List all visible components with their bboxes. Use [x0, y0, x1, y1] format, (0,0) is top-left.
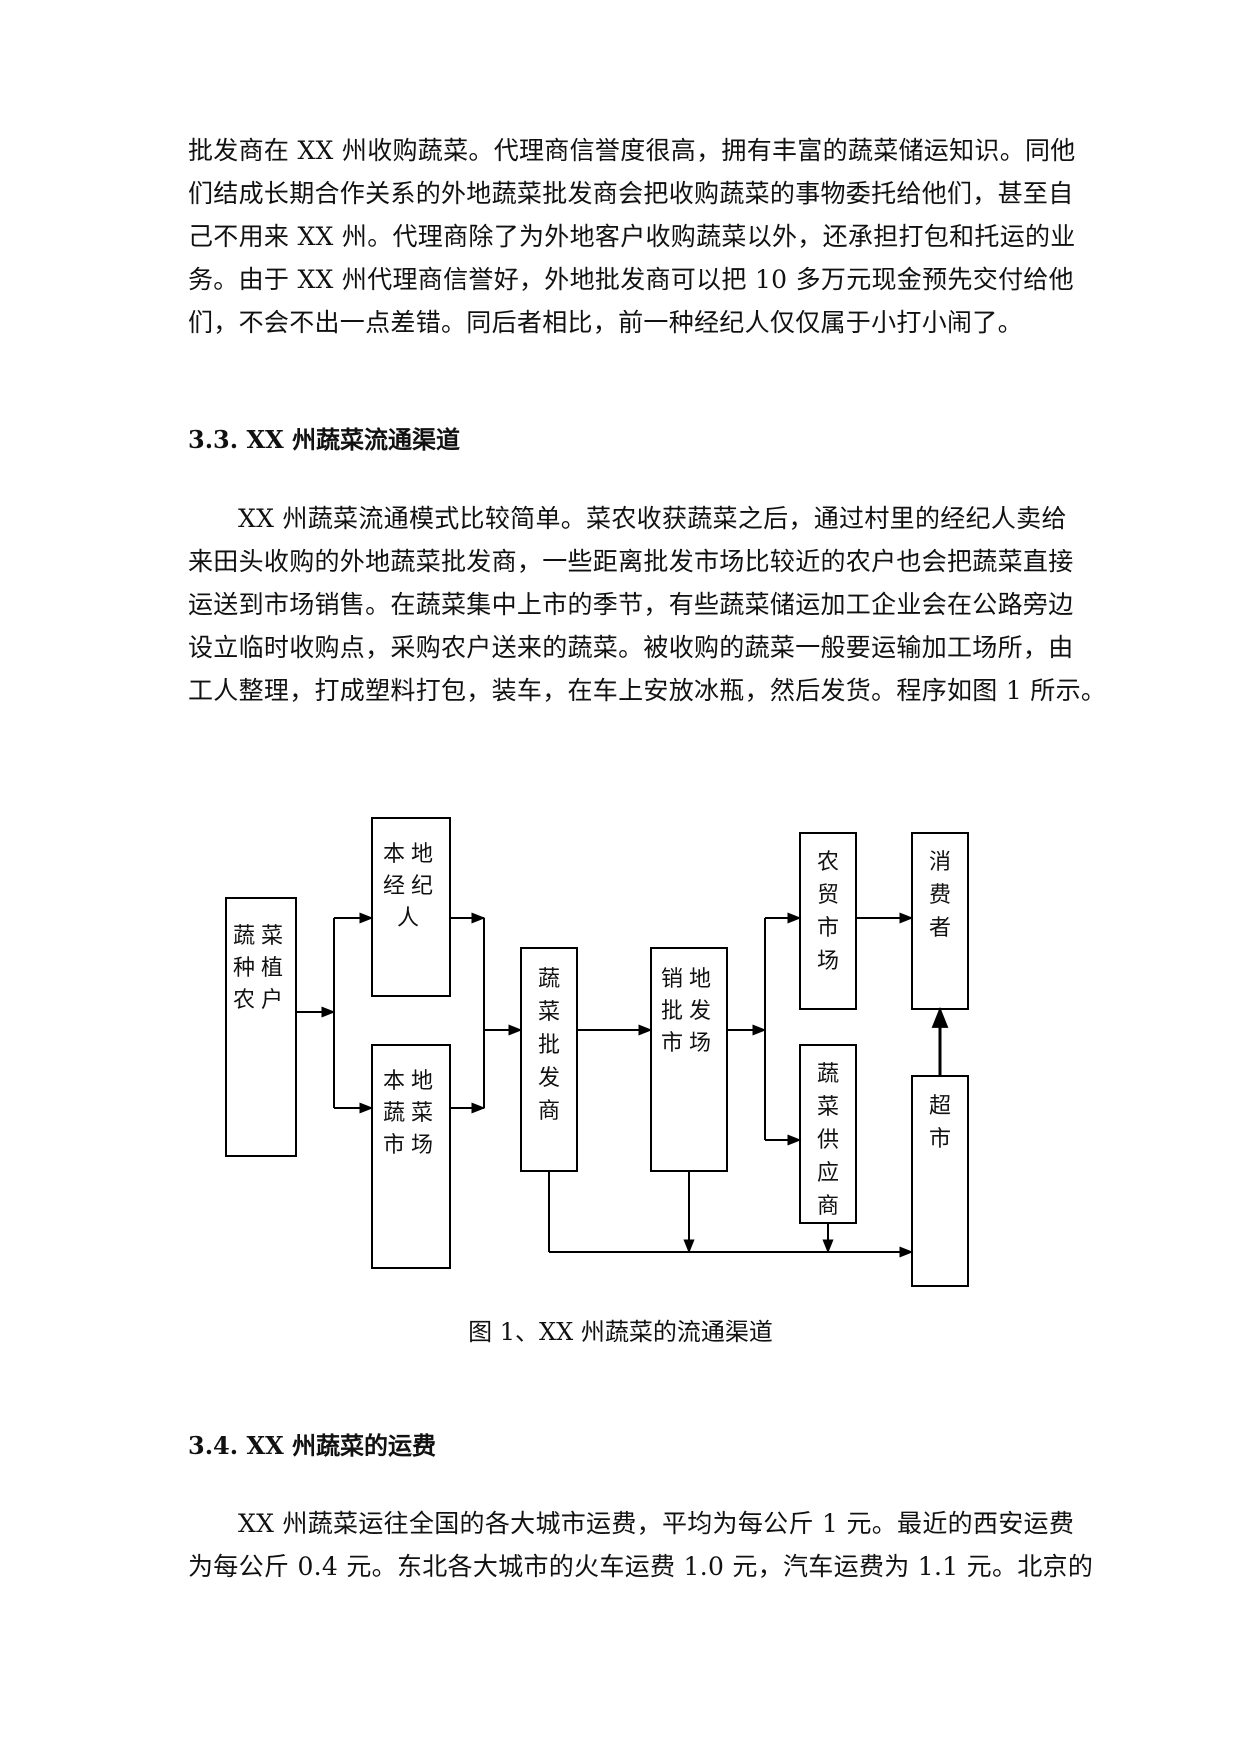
section-heading-3-4: 3.4. XX 州蔬菜的运费 [188, 1431, 437, 1460]
node-farmers-market-label: 农 贸 市 场 [817, 850, 839, 974]
svg-text:消: 消 [929, 850, 951, 875]
svg-text:市场: 市场 [383, 1133, 439, 1158]
text-line: 为每公斤 0.4 元。东北各大城市的火车运费 1.0 元，汽车运费为 1.1 元… [188, 1552, 1094, 1581]
text-line: 工人整理，打成塑料打包，装车，在车上安放冰瓶，然后发货。程序如图 1 所示。 [188, 676, 1107, 705]
svg-text:菜: 菜 [538, 1000, 560, 1025]
node-destination-market-label: 销地 批发 市场 [661, 967, 717, 1056]
node-vegetable-supplier-label: 蔬 菜 供 应 商 [817, 1062, 839, 1219]
svg-text:应: 应 [817, 1161, 839, 1186]
node-destination-market-box [650, 947, 728, 1172]
svg-text:蔬菜: 蔬菜 [233, 924, 289, 949]
svg-text:商: 商 [817, 1194, 839, 1219]
text-line: 们结成长期合作关系的外地蔬菜批发商会把收购蔬菜的事物委托给他们，甚至自 [188, 179, 1074, 208]
svg-text:人: 人 [397, 906, 425, 931]
svg-text:种植: 种植 [233, 956, 289, 981]
svg-text:贸: 贸 [817, 883, 839, 908]
svg-text:本地: 本地 [383, 842, 439, 867]
svg-text:市场: 市场 [661, 1031, 717, 1056]
svg-text:销地: 销地 [661, 967, 717, 992]
intro-paragraph: 批发商在 XX 州收购蔬菜。代理商信誉度很高，拥有丰富的蔬菜储运知识。同他 们结… [188, 129, 1076, 344]
svg-text:市: 市 [929, 1127, 951, 1152]
text-line: 设立临时收购点，采购农户送来的蔬菜。被收购的蔬菜一般要运输加工场所，由 [188, 633, 1074, 662]
svg-text:费: 费 [929, 883, 951, 908]
svg-text:农户: 农户 [233, 988, 289, 1013]
svg-text:菜: 菜 [817, 1095, 839, 1120]
node-supermarket-label: 超 市 [929, 1094, 951, 1152]
svg-text:本地: 本地 [383, 1069, 439, 1094]
section-3-4-paragraph: XX 州蔬菜运往全国的各大城市运费，平均为每公斤 1 元。最近的西安运费 为每公… [188, 1502, 1094, 1588]
svg-text:蔬: 蔬 [538, 967, 560, 992]
text-line: XX 州蔬菜运往全国的各大城市运费，平均为每公斤 1 元。最近的西安运费 [238, 1509, 1075, 1538]
svg-text:蔬: 蔬 [817, 1062, 839, 1087]
svg-text:经纪: 经纪 [383, 874, 439, 899]
text-line: 己不用来 XX 州。代理商除了为外地客户收购蔬菜以外，还承担打包和托运的业 [188, 222, 1076, 251]
node-local-market-box [371, 1044, 451, 1269]
node-local-broker-label: 本地 经纪 人 [383, 842, 439, 931]
node-local-market-label: 本地 蔬菜 市场 [383, 1069, 439, 1158]
node-farmers-box [225, 897, 297, 1157]
node-farmers-market-box [799, 832, 857, 1010]
svg-text:农: 农 [817, 850, 839, 875]
svg-text:供: 供 [817, 1128, 839, 1153]
node-vegetable-supplier-box [799, 1044, 857, 1224]
text-line: 来田头收购的外地蔬菜批发商，一些距离批发市场比较近的农户也会把蔬菜直接 [188, 547, 1074, 576]
text-line: XX 州蔬菜流通模式比较简单。菜农收获蔬菜之后，通过村里的经纪人卖给 [238, 504, 1067, 533]
section-heading-3-3: 3.3. XX 州蔬菜流通渠道 [188, 425, 461, 454]
node-local-broker-box [371, 817, 451, 997]
node-wholesaler-box [520, 947, 578, 1172]
svg-text:者: 者 [929, 916, 951, 941]
figure-caption: 图 1、XX 州蔬菜的流通渠道 [468, 1318, 773, 1346]
text-line: 们，不会不出一点差错。同后者相比，前一种经纪人仅仅属于小打小闹了。 [188, 308, 1023, 337]
node-consumer-label: 消 费 者 [929, 850, 951, 941]
svg-text:批发: 批发 [661, 999, 717, 1024]
section-3-3-paragraph: XX 州蔬菜流通模式比较简单。菜农收获蔬菜之后，通过村里的经纪人卖给 来田头收购… [188, 497, 1107, 712]
node-supermarket-box [911, 1075, 969, 1287]
svg-text:蔬菜: 蔬菜 [383, 1101, 439, 1126]
svg-text:场: 场 [817, 949, 839, 974]
node-consumer-box [911, 832, 969, 1010]
node-farmers-label: 蔬菜 种植 农户 [233, 924, 289, 1013]
svg-text:超: 超 [929, 1094, 951, 1119]
svg-text:商: 商 [538, 1099, 560, 1124]
text-line: 批发商在 XX 州收购蔬菜。代理商信誉度很高，拥有丰富的蔬菜储运知识。同他 [188, 136, 1076, 165]
svg-text:市: 市 [817, 916, 839, 941]
svg-text:批: 批 [538, 1033, 560, 1058]
text-line: 务。由于 XX 州代理商信誉好，外地批发商可以把 10 多万元现金预先交付给他 [188, 265, 1074, 294]
svg-text:发: 发 [538, 1066, 560, 1091]
node-wholesaler-label: 蔬 菜 批 发 商 [538, 967, 560, 1124]
text-line: 运送到市场销售。在蔬菜集中上市的季节，有些蔬菜储运加工企业会在公路旁边 [188, 590, 1074, 619]
